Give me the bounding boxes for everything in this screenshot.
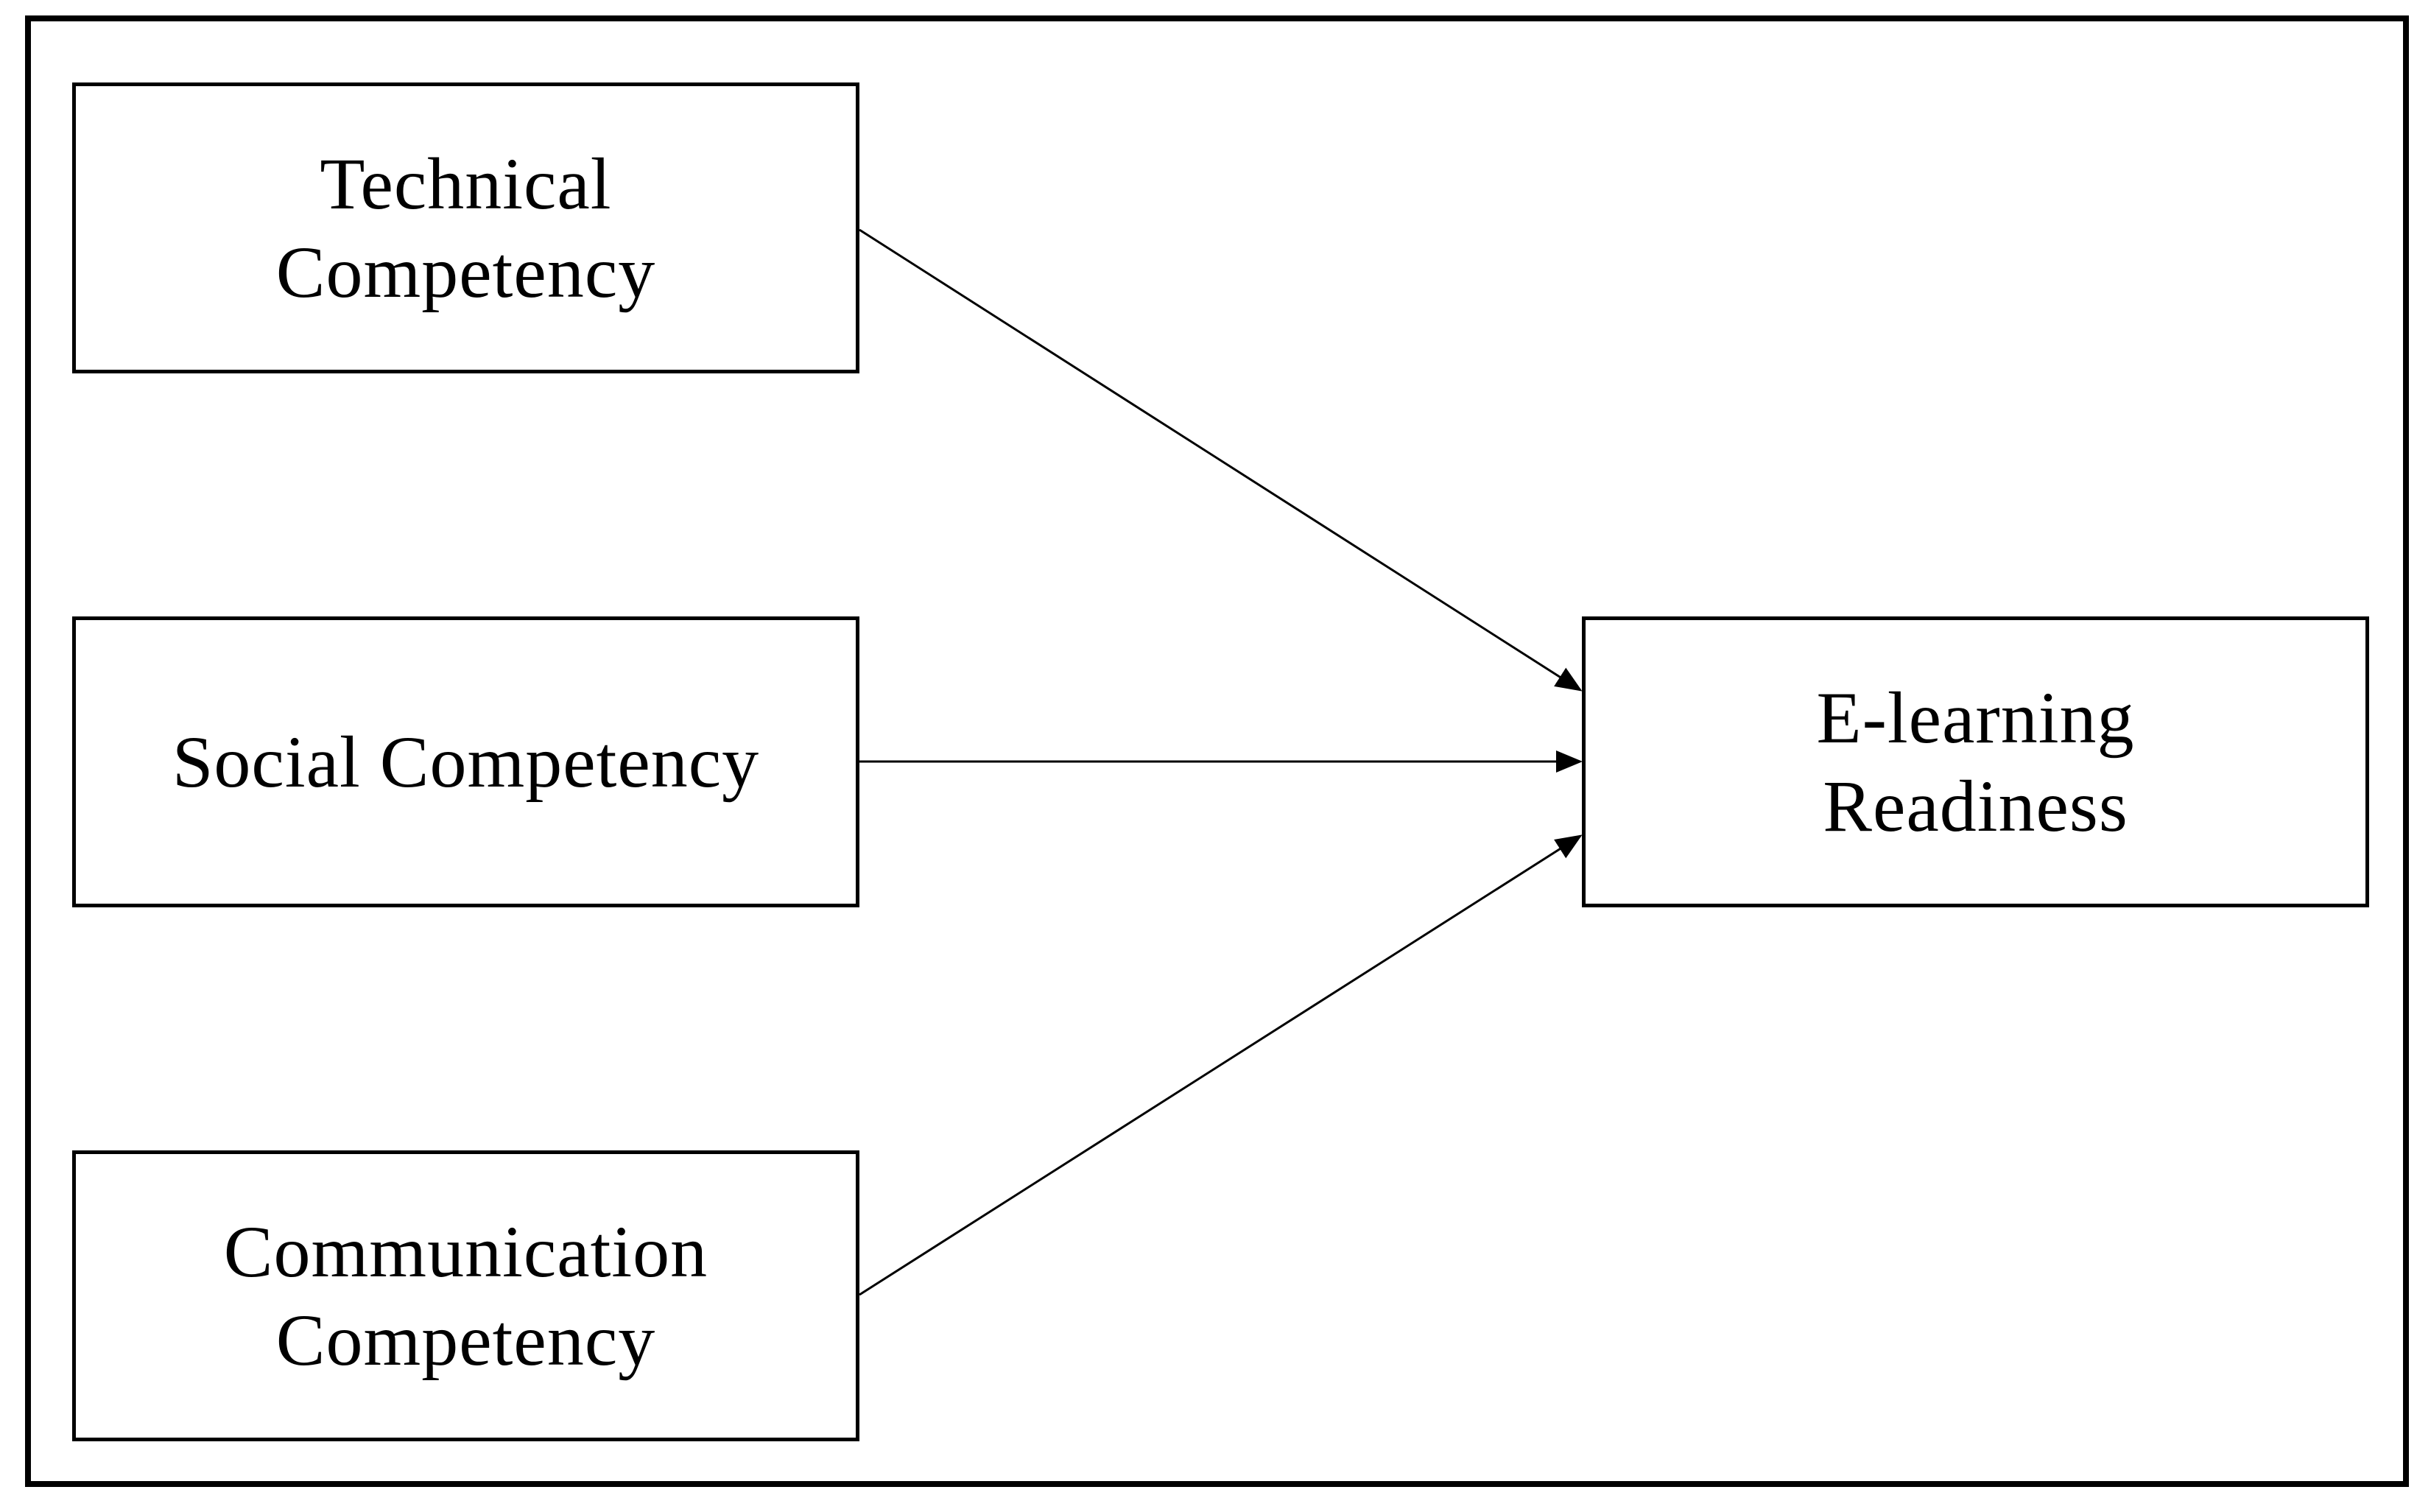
node-label: Communication Competency	[223, 1210, 708, 1381]
node-label: E-learning Readiness	[1816, 676, 2135, 847]
node-technical-competency: Technical Competency	[72, 82, 859, 373]
node-social-competency: Social Competency	[72, 616, 859, 907]
arrow-communication-to-elearning	[859, 834, 1583, 1296]
node-communication-competency: Communication Competency	[72, 1150, 859, 1441]
node-label: Technical Competency	[275, 142, 656, 313]
arrow-technical-to-elearning	[859, 228, 1583, 692]
node-elearning-readiness: E-learning Readiness	[1582, 616, 2369, 907]
node-label: Social Competency	[172, 720, 760, 803]
